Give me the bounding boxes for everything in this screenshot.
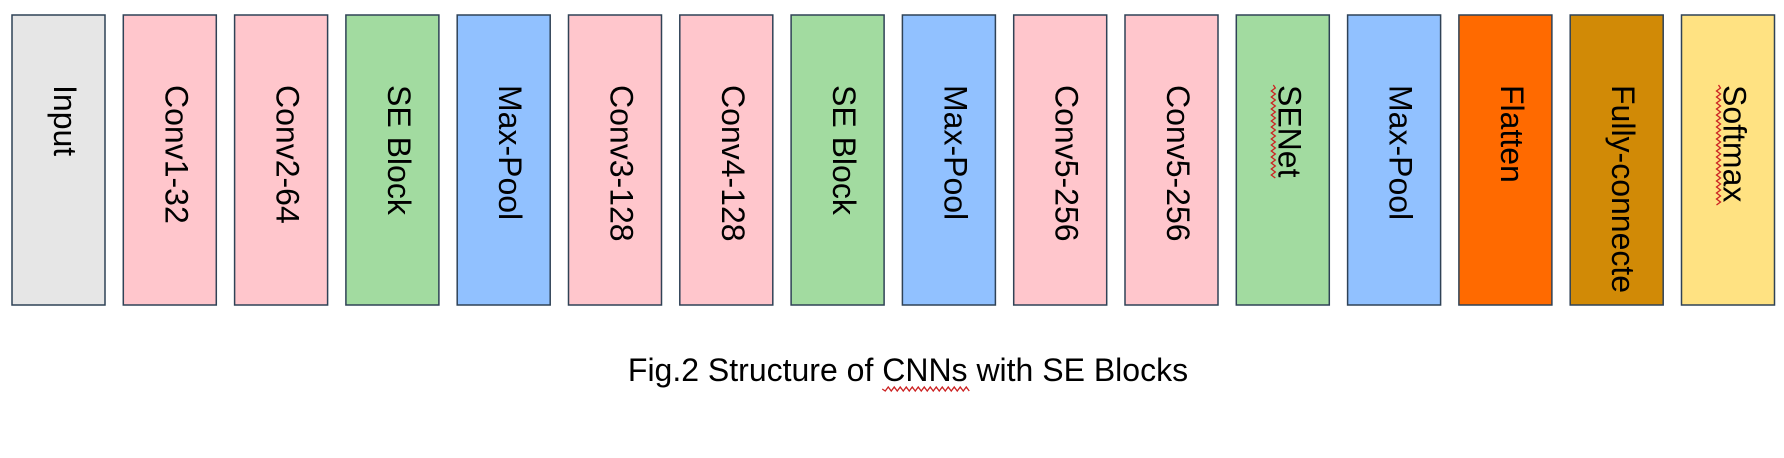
layer-block <box>790 14 885 306</box>
layer-block-label: Max-Pool <box>937 85 973 220</box>
layer-block <box>1346 14 1442 306</box>
layer-block-label: SE Block <box>381 85 417 216</box>
layer-block <box>1458 14 1553 306</box>
layer-block-label: Conv5-256 <box>1160 85 1196 242</box>
layer-block <box>1569 14 1664 306</box>
layer-blocks: Input Conv1-32 Conv2-64 SE Block Max-Pool Con… <box>11 14 1776 306</box>
layer-block-label: Max-Pool <box>492 85 528 220</box>
layer-block <box>1235 14 1331 306</box>
layer-block-label: Max-Pool <box>1383 85 1419 220</box>
layer-block-label: SENet <box>1271 85 1307 178</box>
layer-block-label: Conv4-128 <box>715 85 751 242</box>
layer-block <box>567 14 663 306</box>
layer-block-label: Conv1-32 <box>158 85 194 224</box>
spellcheck-underline <box>1715 84 1722 206</box>
layer-block <box>901 14 997 306</box>
caption-spellcheck-underline <box>881 385 970 393</box>
layer-block <box>679 14 774 306</box>
layer-block-label: Flatten <box>1494 85 1530 183</box>
caption-prefix: Fig.2 Structure of <box>628 352 882 388</box>
layer-block <box>345 14 440 306</box>
caption-suffix: with SE Blocks <box>968 352 1189 388</box>
figure-caption: Fig.2 Structure of CNNs with SE Blocks <box>628 352 1188 388</box>
layer-block <box>11 14 106 306</box>
layer-block <box>1680 14 1776 306</box>
layer-block-label: Softmax <box>1717 85 1753 202</box>
layer-block <box>233 14 329 306</box>
spellcheck-underline <box>1270 84 1277 179</box>
layer-block <box>1012 14 1108 306</box>
layer-block-label: Input <box>47 85 83 156</box>
layer-block <box>122 14 218 306</box>
layer-block-label: SE Block <box>826 85 862 216</box>
caption-flagged-word: CNNs <box>882 352 967 388</box>
layer-block-label: Conv5-256 <box>1049 85 1085 242</box>
layer-block-label: Conv3-128 <box>604 85 640 242</box>
layer-block <box>456 14 551 306</box>
layer-block <box>1124 14 1219 306</box>
layer-block-label: Fully-connecte <box>1605 85 1641 293</box>
layer-block-label: Conv2-64 <box>270 85 306 224</box>
